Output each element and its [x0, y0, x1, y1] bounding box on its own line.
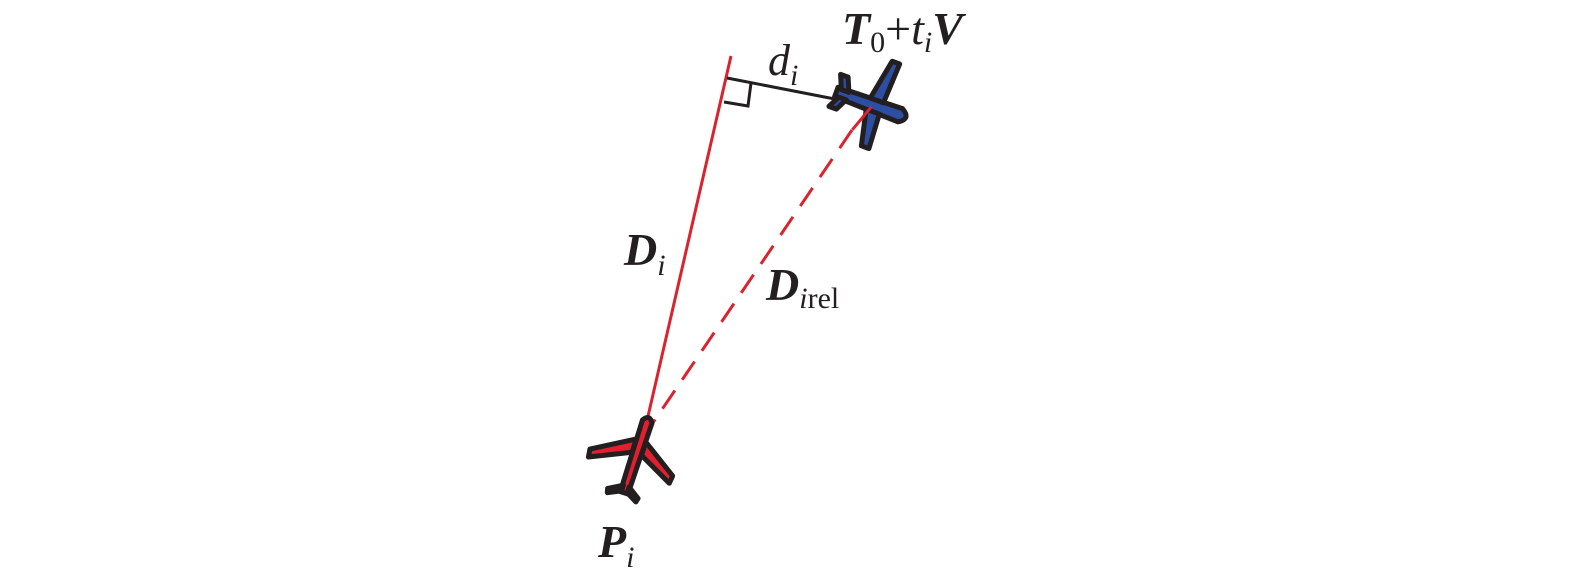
- miss-distance-line: [726, 76, 846, 103]
- target-aircraft-icon: [826, 58, 909, 152]
- pursuer-aircraft-icon: [585, 415, 676, 505]
- relative-distance-label: Direl: [765, 259, 839, 315]
- right-angle-marker: [723, 82, 753, 108]
- distance-line: [644, 55, 733, 426]
- miss-distance-label: di: [768, 36, 798, 92]
- relative-distance-line: [646, 129, 854, 431]
- pursuer-label: Pi: [597, 516, 634, 574]
- target-label: T0+tiV: [842, 3, 966, 59]
- distance-label: Di: [623, 224, 666, 282]
